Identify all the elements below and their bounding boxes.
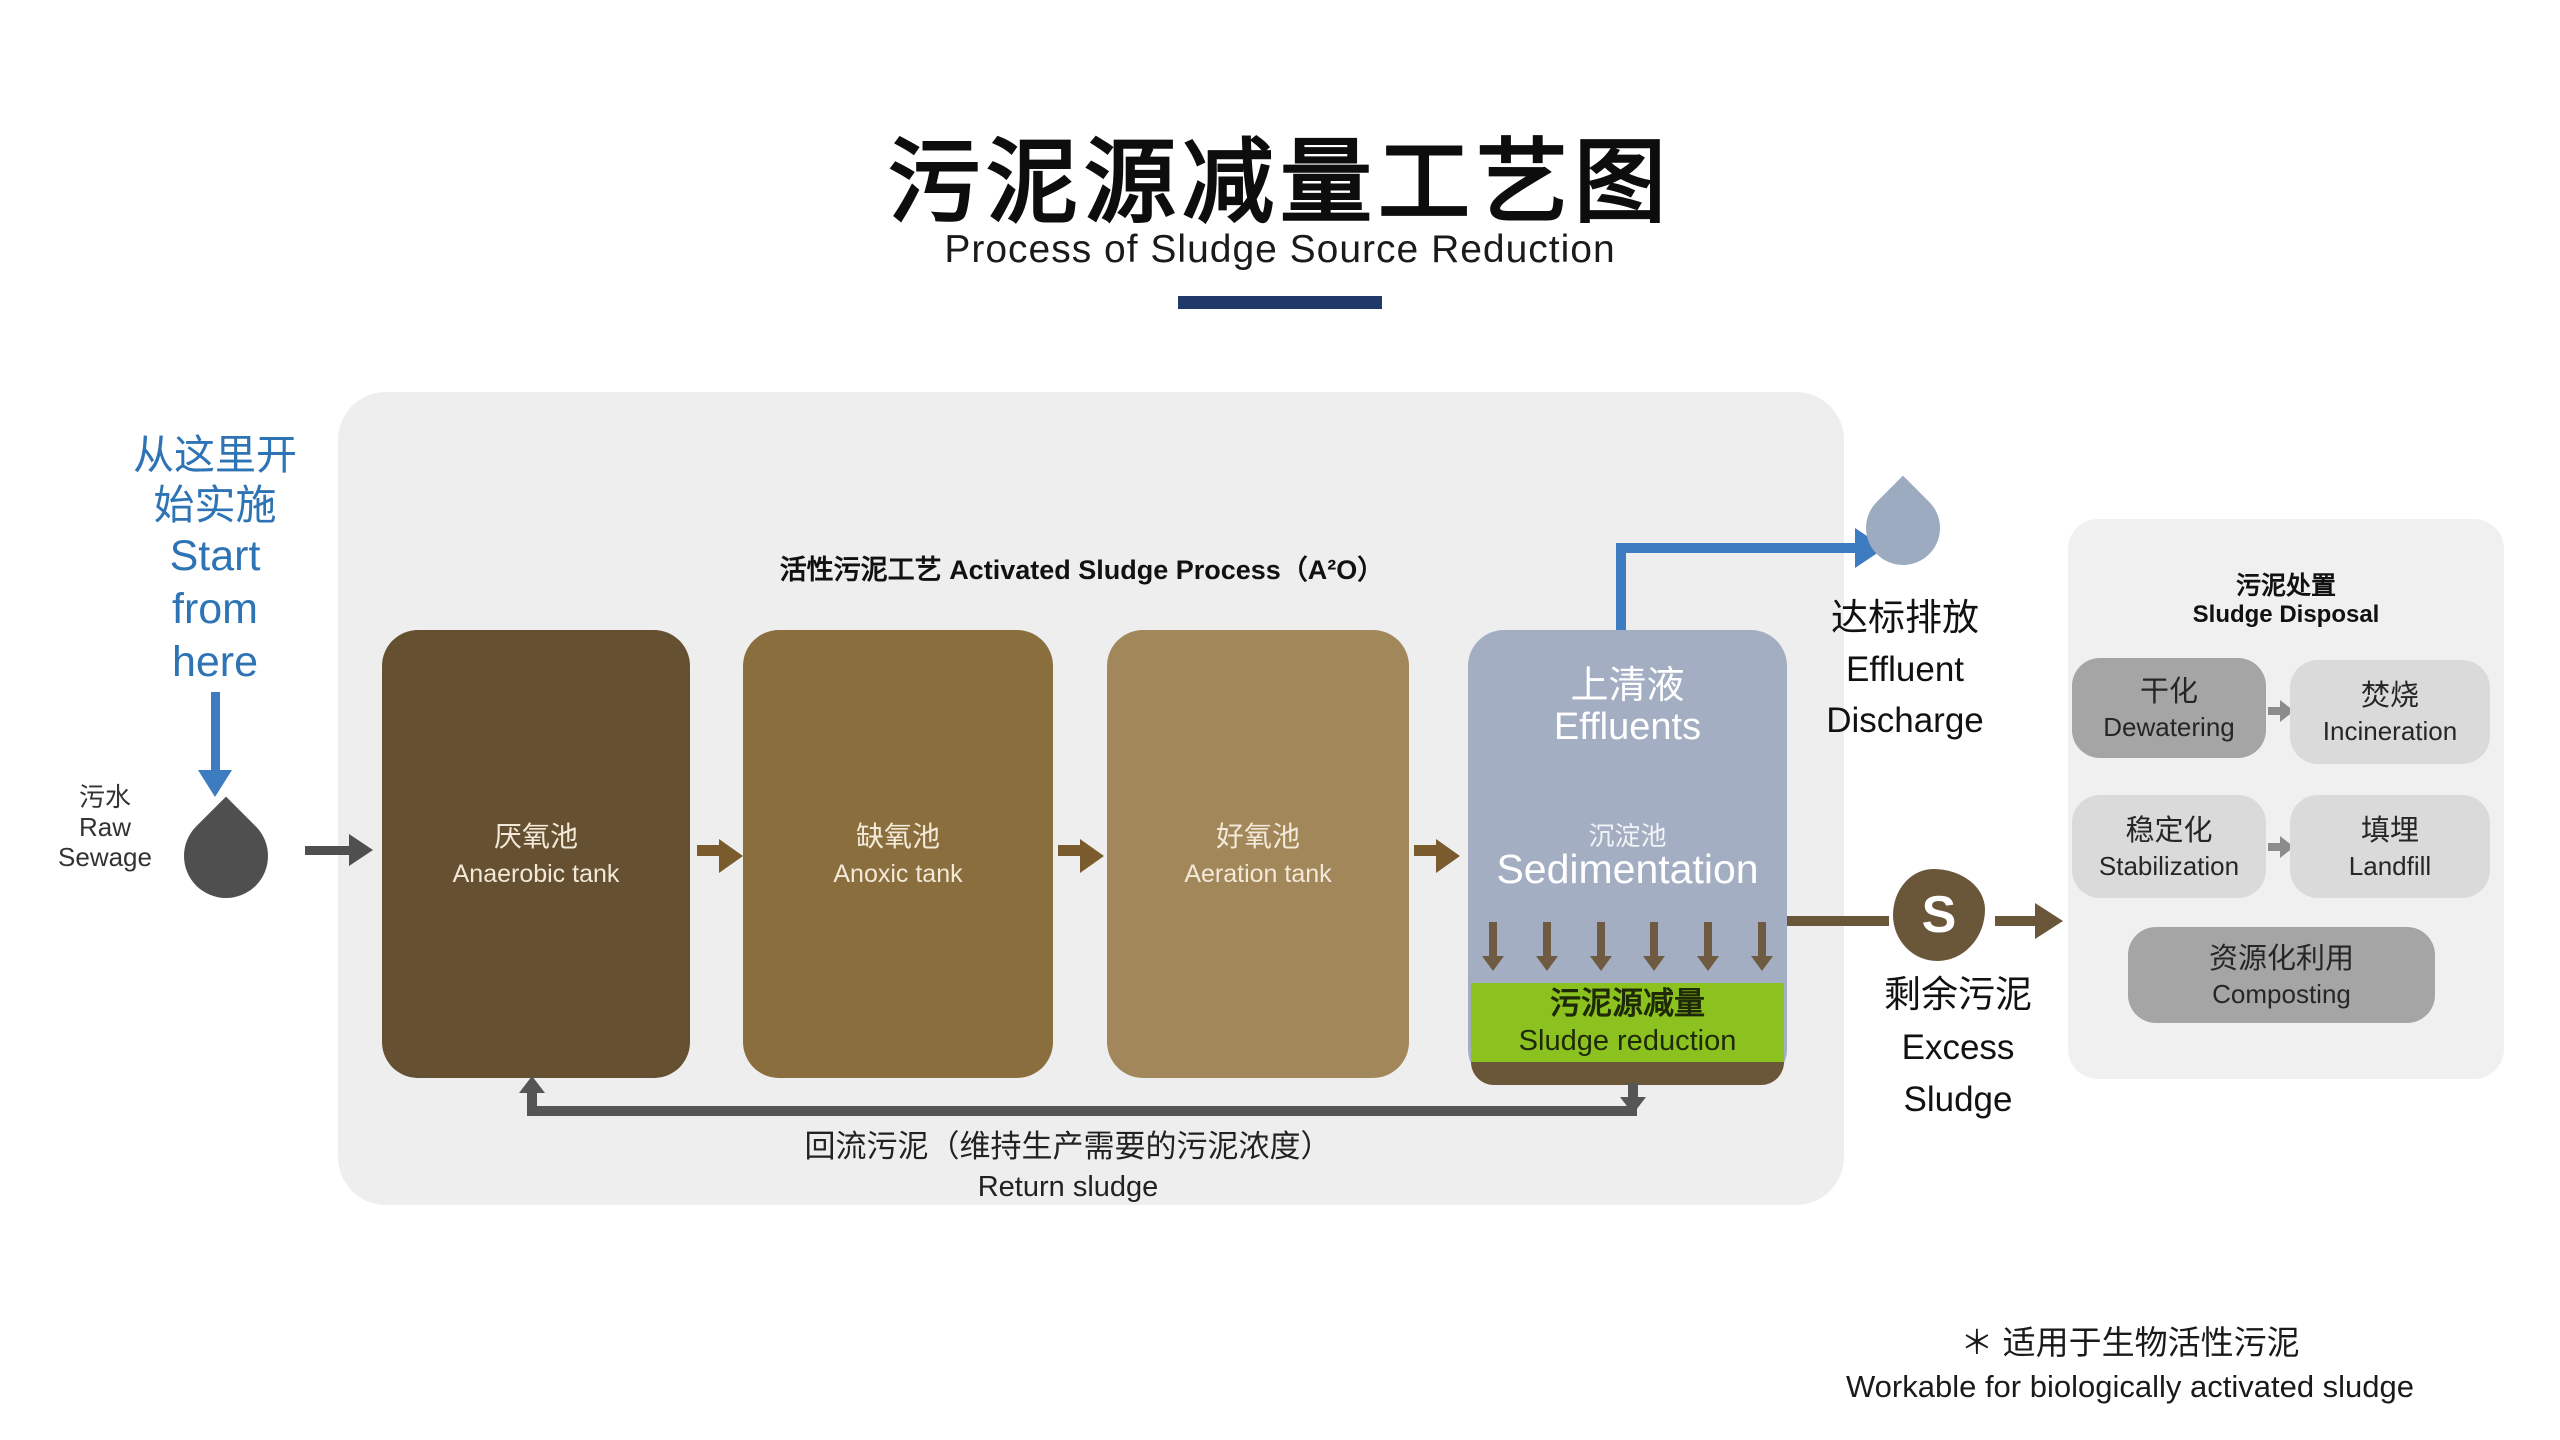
anaerobic-tank: 厌氧池 Anaerobic tank — [382, 630, 690, 1078]
supernatant-zh: 上清液 — [1570, 665, 1685, 707]
incineration-zh: 焚烧 — [2360, 680, 2419, 712]
flow-arrow-1-head-icon — [719, 839, 743, 873]
return-up-shaft — [527, 1092, 537, 1108]
effluent-discharge-en1: Effluent — [1845, 650, 1965, 689]
raw-sewage-zh: 污水 — [78, 782, 131, 812]
settle-arrow-icon — [1589, 922, 1612, 974]
landfill-zh: 填埋 — [2360, 814, 2419, 847]
disposal-box-landfill: 填埋 Landfill — [2290, 795, 2490, 898]
flow-arrow-2-head-icon — [1080, 839, 1104, 873]
start-label-line2: 始实施 — [153, 482, 277, 528]
excess-sludge-en2: Sludge — [1903, 1080, 2013, 1119]
sludge-blob-icon: S — [1893, 869, 1985, 961]
return-down-shaft — [1628, 1083, 1638, 1099]
return-sludge-en: Return sludge — [977, 1171, 1159, 1203]
aeration-tank-zh: 好氧池 — [1215, 821, 1300, 852]
effluent-discharge-en2: Discharge — [1826, 701, 1984, 740]
flow-arrow-1 — [697, 845, 719, 856]
page-subtitle: Process of Sludge Source Reduction — [944, 228, 1616, 271]
footnote-zh: ＊ 适用于生物活性污泥 — [1960, 1324, 2300, 1361]
disposal-header-en: Sludge Disposal — [2192, 601, 2380, 628]
aeration-tank: 好氧池 Aeration tank — [1107, 630, 1409, 1078]
footnote: ＊ 适用于生物活性污泥 Workable for biologically ac… — [1760, 1320, 2500, 1408]
incineration-en: Incineration — [2322, 716, 2458, 746]
stabilization-zh: 稳定化 — [2125, 814, 2213, 847]
start-arrow-head-icon — [198, 770, 232, 797]
aeration-tank-en: Aeration tank — [1184, 860, 1332, 888]
inlet-arrow — [305, 846, 351, 855]
effluent-discharge-label: 达标排放 Effluent Discharge — [1775, 592, 2035, 746]
excess-sludge-label: 剩余污泥 Excess Sludge — [1828, 968, 2088, 1126]
sludge-blob-letter: S — [1921, 886, 1957, 944]
composting-zh: 资源化利用 — [2208, 943, 2354, 975]
page-title: 污泥源减量工艺图 — [887, 132, 1672, 234]
start-label-line5: here — [171, 638, 259, 686]
disposal-box-stabilization: 稳定化 Stabilization — [2072, 795, 2266, 898]
settled-sludge-band — [1471, 1062, 1784, 1085]
effluent-pipe-vertical — [1616, 543, 1626, 630]
disposal-arrow-1 — [2268, 707, 2282, 715]
footnote-en: Workable for biologically activated slud… — [1845, 1369, 2415, 1404]
raw-sewage-en1: Raw — [78, 812, 131, 842]
anoxic-tank-zh: 缺氧池 — [855, 821, 940, 852]
settle-arrow-icon — [1750, 922, 1773, 974]
excess-sludge-arrow-head-icon — [2035, 903, 2063, 939]
disposal-header: 污泥处置 Sludge Disposal — [2068, 571, 2504, 629]
sludge-reduction-en: Sludge reduction — [1518, 1025, 1737, 1057]
return-sludge-label: 回流污泥（维持生产需要的污泥浓度） Return sludge — [568, 1126, 1568, 1206]
effluent-discharge-zh: 达标排放 — [1831, 597, 1979, 638]
start-label-line1: 从这里开 — [133, 432, 297, 478]
start-label-line3: Start — [169, 532, 261, 580]
supernatant-en: Effluents — [1553, 706, 1702, 748]
disposal-header-zh: 污泥处置 — [2235, 572, 2336, 600]
dewatering-zh: 干化 — [2139, 676, 2198, 708]
raw-sewage-droplet-icon — [166, 796, 286, 916]
settle-arrow-icon — [1643, 922, 1666, 974]
raw-sewage-en2: Sewage — [58, 842, 152, 872]
disposal-box-composting: 资源化利用 Composting — [2128, 927, 2435, 1023]
landfill-en: Landfill — [2348, 850, 2432, 881]
settling-arrows — [1482, 922, 1773, 974]
return-up-arrow-head-icon — [519, 1076, 545, 1093]
sedimentation-tank: 上清液 Effluents 沉淀池 Sedimentation 污泥源减量 Sl… — [1468, 630, 1787, 1085]
anoxic-tank-en: Anoxic tank — [833, 860, 963, 888]
return-sludge-line — [527, 1106, 1637, 1116]
anaerobic-tank-en: Anaerobic tank — [452, 860, 620, 888]
excess-sludge-zh: 剩余污泥 — [1884, 974, 2032, 1015]
composting-en: Composting — [2212, 979, 2351, 1009]
excess-sludge-en1: Excess — [1901, 1028, 2015, 1067]
sludge-reduction-zh: 污泥源减量 — [1550, 986, 1705, 1021]
excess-sludge-arrow — [1995, 916, 2035, 926]
settle-arrow-icon — [1535, 922, 1558, 974]
settle-arrow-icon — [1482, 922, 1504, 974]
excess-sludge-line — [1787, 916, 1889, 926]
anaerobic-tank-zh: 厌氧池 — [493, 821, 578, 852]
sludge-reduction-band: 污泥源减量 Sludge reduction — [1471, 983, 1784, 1062]
sludge-disposal-panel: 污泥处置 Sludge Disposal 干化 Dewatering 焚烧 In… — [2068, 519, 2504, 1079]
flow-arrow-3-head-icon — [1436, 839, 1460, 873]
disposal-box-dewatering: 干化 Dewatering — [2072, 658, 2266, 758]
effluent-pipe-horizontal — [1616, 543, 1857, 553]
disposal-arrow-2 — [2268, 843, 2282, 851]
anoxic-tank: 缺氧池 Anoxic tank — [743, 630, 1053, 1078]
inlet-arrow-head-icon — [349, 834, 373, 866]
settle-arrow-icon — [1697, 922, 1720, 974]
title-underline-bar — [1178, 296, 1382, 309]
start-arrow — [211, 692, 220, 772]
disposal-box-incineration: 焚烧 Incineration — [2290, 660, 2490, 764]
raw-sewage-label: 污水 Raw Sewage — [30, 782, 180, 872]
return-sludge-zh: 回流污泥（维持生产需要的污泥浓度） — [804, 1129, 1332, 1164]
start-label-line4: from — [172, 585, 258, 633]
sedimentation-zh: 沉淀池 — [1588, 821, 1667, 851]
flow-arrow-3 — [1414, 845, 1436, 856]
stabilization-en: Stabilization — [2098, 850, 2240, 881]
activated-sludge-process-label: 活性污泥工艺 Activated Sludge Process（A²O） — [779, 555, 1385, 585]
sedimentation-en: Sedimentation — [1496, 846, 1759, 892]
dewatering-en: Dewatering — [2103, 712, 2235, 742]
flow-arrow-2 — [1058, 845, 1080, 856]
start-from-here-label: 从这里开 始实施 Start from here — [95, 430, 335, 689]
